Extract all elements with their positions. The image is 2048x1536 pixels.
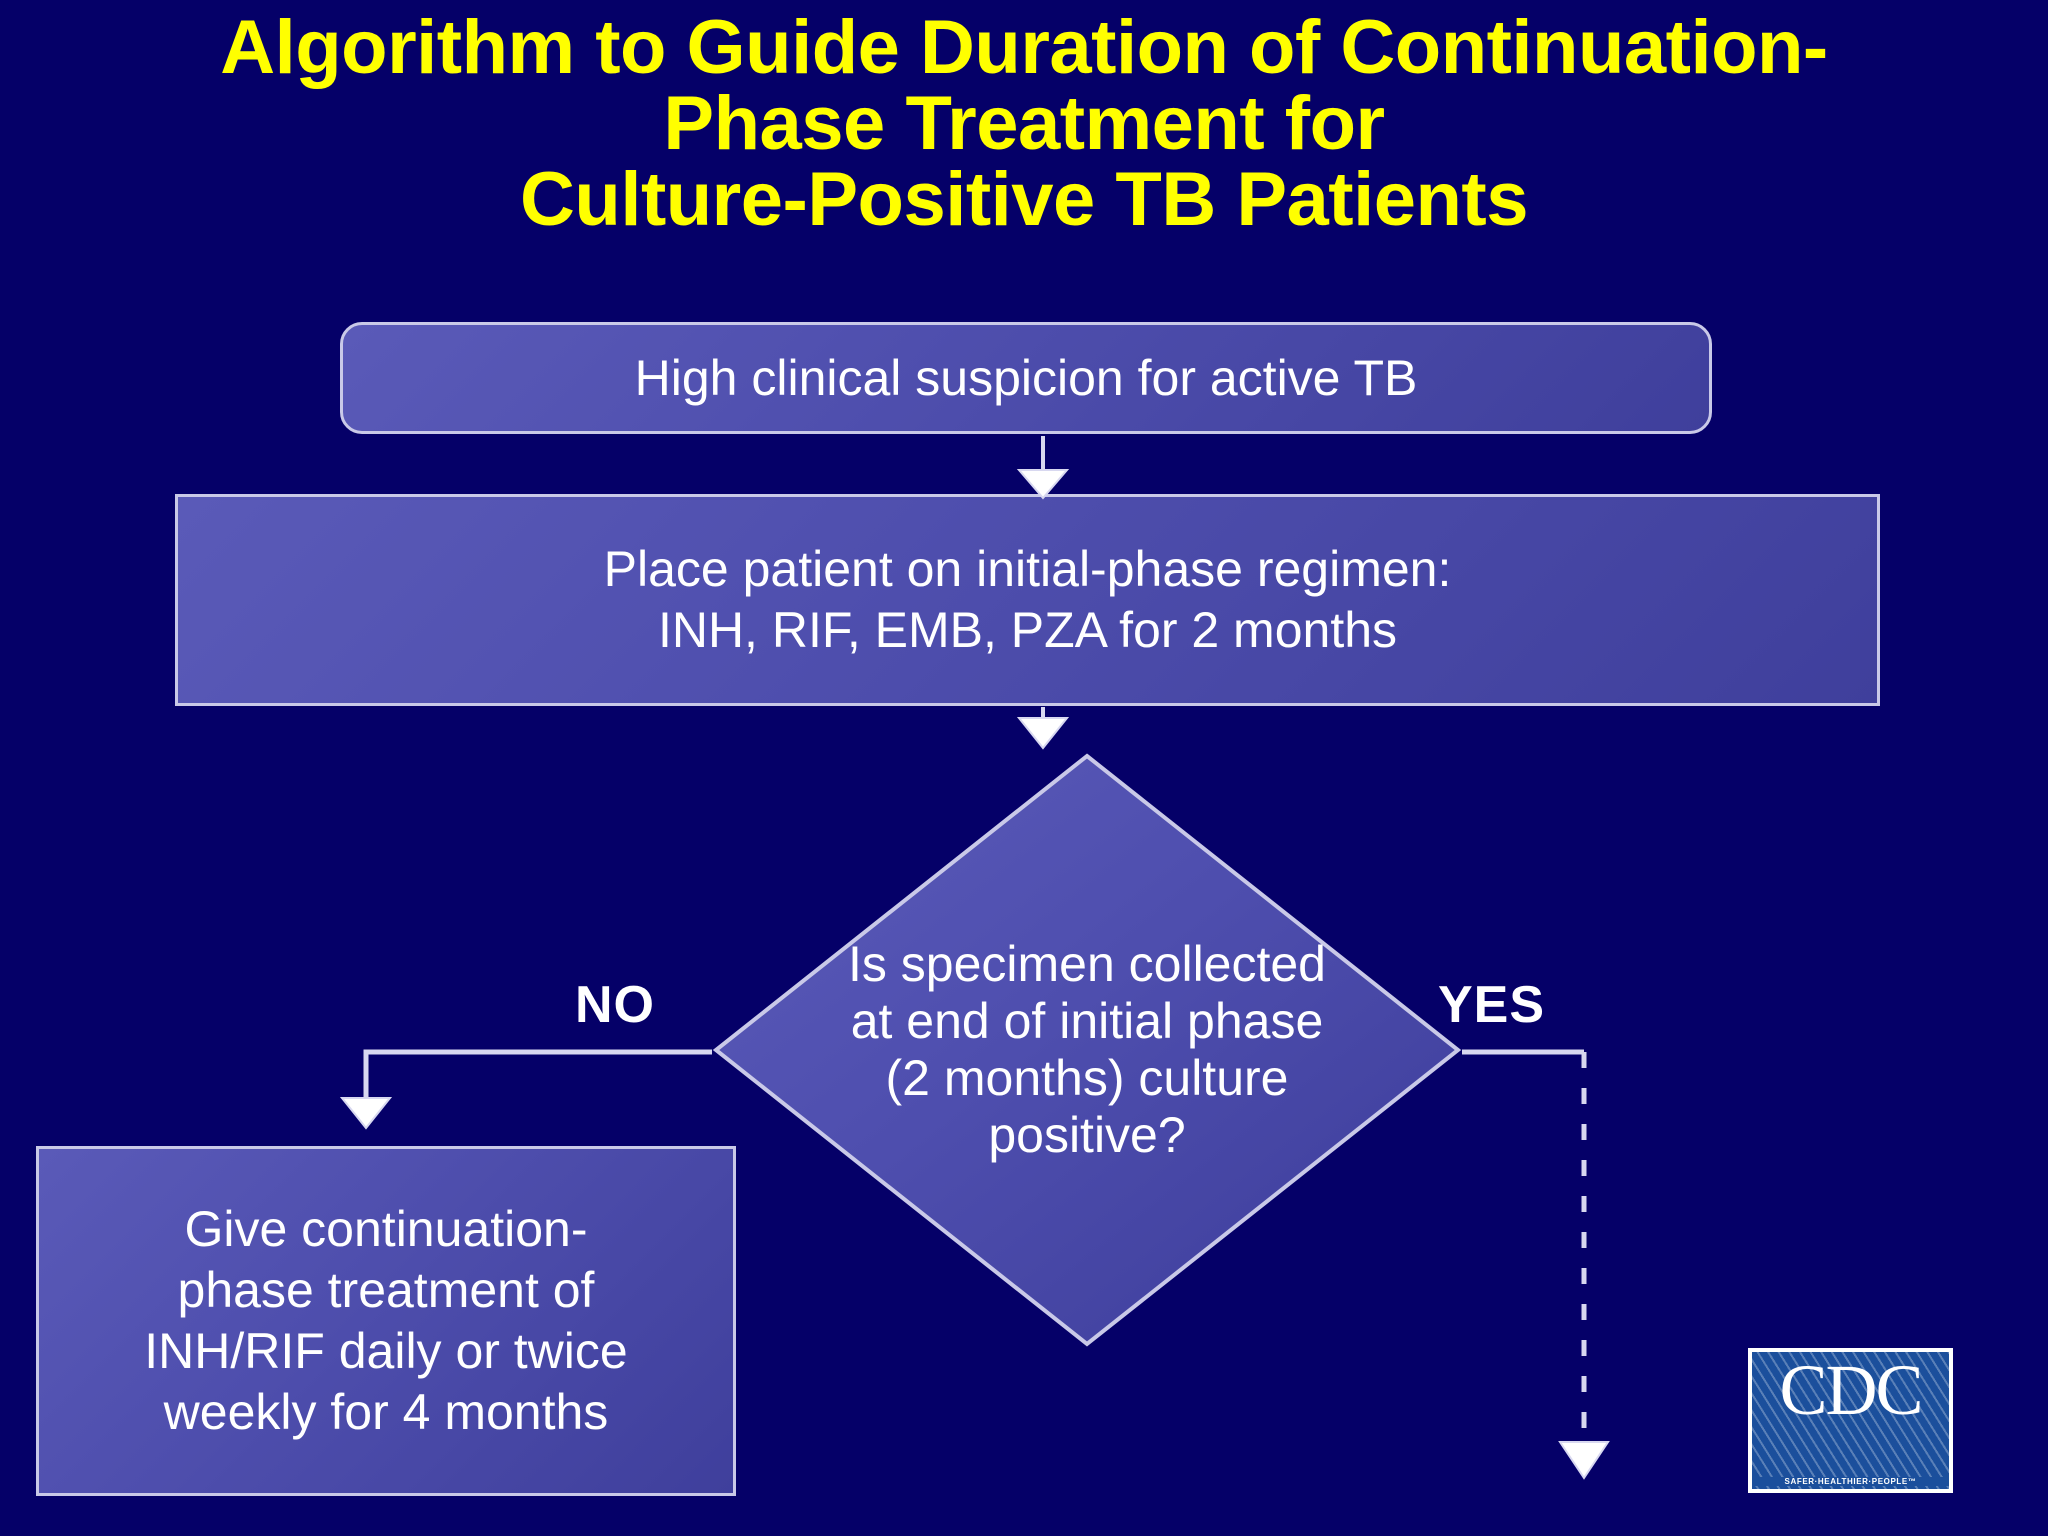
cdc-logo-letters: CDC xyxy=(1779,1352,1923,1430)
flow-node-regimen-label: Place patient on initial-phase regimen: … xyxy=(588,539,1468,661)
title-line-2: Phase Treatment for xyxy=(663,81,1385,166)
flow-node-treatment-line-1: Give continuation- xyxy=(184,1201,588,1257)
connector-no-branch xyxy=(339,1049,712,1130)
connector-yes-branch xyxy=(1462,1049,1610,1480)
title-line-1: Algorithm to Guide Duration of Continuat… xyxy=(220,5,1828,90)
flow-node-suspicion-label: High clinical suspicion for active TB xyxy=(634,350,1418,406)
decision-text-content: Is specimen collected at end of initial … xyxy=(847,936,1326,1163)
flow-node-treatment-label: Give continuation- phase treatment of IN… xyxy=(128,1199,643,1443)
connector-suspicion-to-regimen xyxy=(1016,436,1070,500)
flow-node-treatment-line-2: phase treatment of xyxy=(177,1262,595,1318)
connector-regimen-to-decision xyxy=(1016,707,1070,750)
diamond-shape xyxy=(712,753,1462,1347)
flow-node-regimen-line-2: INH, RIF, EMB, PZA for 2 months xyxy=(657,602,1398,658)
title-line-3: Culture-Positive TB Patients xyxy=(520,157,1528,242)
flow-node-treatment-line-3: INH/RIF daily or twice xyxy=(144,1323,628,1379)
branch-label-yes: YES xyxy=(1438,976,1546,1034)
cdc-logo: CDC SAFER·HEALTHIER·PEOPLE™ xyxy=(1748,1348,1953,1493)
page-title: Algorithm to Guide Duration of Continuat… xyxy=(0,10,2048,238)
flow-node-initial-phase-regimen: Place patient on initial-phase regimen: … xyxy=(175,494,1880,706)
flow-node-decision-label: Is specimen collected at end of initial … xyxy=(712,752,1462,1348)
branch-label-no: NO xyxy=(575,976,655,1034)
flow-node-regimen-line-1: Place patient on initial-phase regimen: xyxy=(603,541,1452,597)
flow-node-high-clinical-suspicion: High clinical suspicion for active TB xyxy=(340,322,1712,434)
cdc-logo-tagline: SAFER·HEALTHIER·PEOPLE™ xyxy=(1752,1477,1949,1486)
cdc-logo-stripes xyxy=(1752,1352,1949,1489)
cdc-logo-plate: CDC SAFER·HEALTHIER·PEOPLE™ xyxy=(1752,1352,1949,1489)
flow-node-treatment-line-4: weekly for 4 months xyxy=(163,1384,609,1440)
flow-node-decision-culture-positive: Is specimen collected at end of initial … xyxy=(712,752,1462,1348)
flow-node-continuation-phase-treatment: Give continuation- phase treatment of IN… xyxy=(36,1146,736,1496)
